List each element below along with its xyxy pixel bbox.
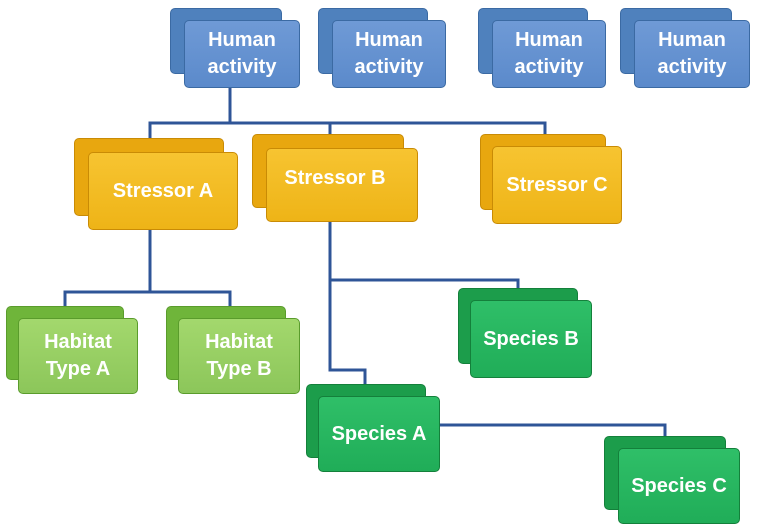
node-human-activity-1: Human activity	[170, 8, 300, 88]
node-label: Stressor A	[112, 179, 214, 202]
node-human-activity-2: Human activity	[318, 8, 446, 88]
node-species-a: Species A	[306, 384, 440, 472]
connector-stressor-b-to-species-b	[328, 220, 520, 292]
node-stressor-b: Stressor B	[252, 134, 418, 222]
node-human-activity-3: Human activity	[478, 8, 606, 88]
node-stressor-a: Stressor A	[74, 138, 238, 230]
node-label: Human activity	[514, 29, 584, 78]
node-habitat-type-b: Habitat Type B	[166, 306, 300, 394]
connector-activity-to-stressor-a	[148, 85, 232, 150]
connector-stressor-a-to-habitat-b	[150, 290, 232, 310]
node-label: Habitat Type A	[44, 331, 112, 380]
node-label: Stressor B	[284, 166, 386, 189]
node-stressor-c: Stressor C	[480, 134, 622, 224]
node-label: Human activity	[207, 29, 277, 78]
node-label: Stressor C	[506, 173, 608, 196]
node-species-c: Species C	[604, 436, 740, 524]
node-label: Species B	[483, 327, 579, 350]
connector-stressor-a-to-habitat-a	[63, 228, 152, 310]
connector-species-a-to-species-c	[432, 423, 667, 437]
node-label: Habitat Type B	[205, 331, 273, 380]
node-human-activity-4: Human activity	[620, 8, 750, 88]
node-label: Human activity	[657, 29, 727, 78]
connector-stressor-b-to-species-a	[328, 280, 367, 385]
node-species-b: Species B	[458, 288, 592, 378]
node-label: Species A	[331, 422, 427, 445]
node-habitat-type-a: Habitat Type A	[6, 306, 138, 394]
node-label: Human activity	[354, 29, 424, 78]
node-label: Species C	[631, 474, 727, 497]
